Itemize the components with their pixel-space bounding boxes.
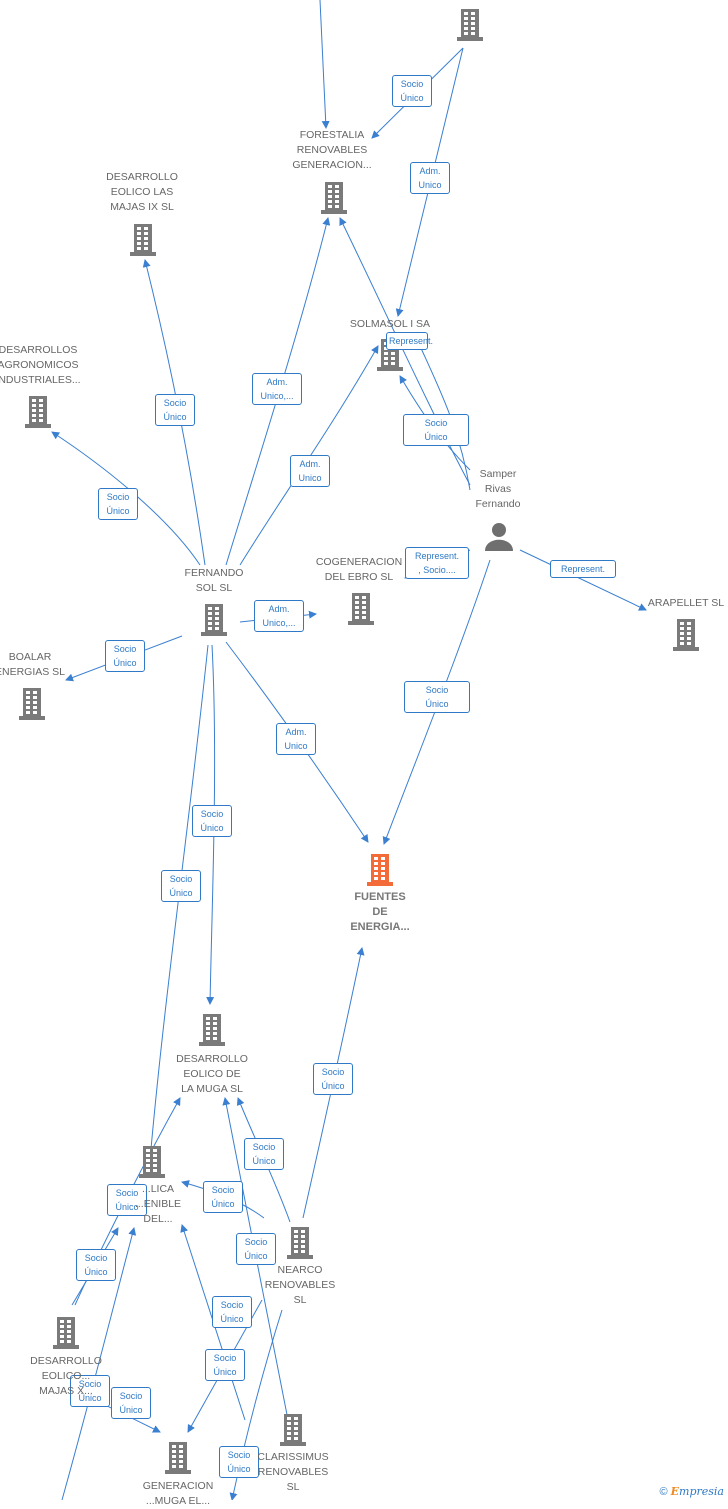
edge-line	[339, 217, 471, 486]
edge-label[interactable]: Adm. Unico,...	[254, 600, 304, 632]
building-icon[interactable]	[280, 1414, 306, 1446]
edge-label[interactable]: Adm. Unico	[290, 455, 330, 487]
brand-name: Empresia	[671, 1485, 724, 1498]
building-icon[interactable]	[321, 182, 347, 214]
edge-label[interactable]: Socio Único	[111, 1387, 151, 1419]
edge-label[interactable]: Adm. Unico,...	[252, 373, 302, 405]
edge-label[interactable]: Socio Único	[192, 805, 232, 837]
building-icon[interactable]	[348, 593, 374, 625]
edge-label[interactable]: Socio Único	[212, 1296, 252, 1328]
edge-label[interactable]: Socio Único	[203, 1181, 243, 1213]
edge-label[interactable]: Adm. Unico	[410, 162, 450, 194]
building-icon[interactable]	[199, 1014, 225, 1046]
edge-label[interactable]: Socio Único	[70, 1375, 110, 1407]
node-label-forestalia[interactable]: FORESTALIA RENOVABLES GENERACION...	[292, 129, 372, 171]
edge-label[interactable]: Socio Único	[313, 1063, 353, 1095]
node-label-arapellet[interactable]: ARAPELLET SL	[647, 597, 725, 609]
edge-label[interactable]: Represent.	[550, 560, 616, 578]
node-label-eolico-ix[interactable]: DESARROLLO EOLICO LAS MAJAS IX SL	[106, 171, 178, 213]
building-icon[interactable]	[367, 854, 393, 886]
edge-line	[519, 549, 647, 611]
edge-label[interactable]: Socio Único	[205, 1349, 245, 1381]
edge-label[interactable]: Represent.	[386, 332, 433, 350]
edge-label[interactable]: Socio Único	[236, 1233, 276, 1265]
node-label-samper[interactable]: Samper Rivas Fernando	[475, 468, 521, 510]
node-label-eolica-sost[interactable]: ...LICA ...ENIBLE DEL...	[134, 1183, 182, 1225]
edge-label[interactable]: Socio Único	[403, 414, 469, 446]
node-label-fernando-sol[interactable]: FERNANDO SOL SL	[184, 567, 244, 594]
node-label-muga[interactable]: DESARROLLO EOLICO DE LA MUGA SL	[176, 1053, 248, 1095]
edge-label[interactable]: Socio Único	[404, 681, 470, 713]
node-label-eolico-x[interactable]: DESARROLLO EOLICO... MAJAS X...	[30, 1355, 102, 1397]
node-label-clarissimus[interactable]: CLARISSIMUS RENOVABLES SL	[257, 1451, 329, 1493]
edge-label[interactable]: Socio Único	[98, 488, 138, 520]
building-icon[interactable]	[25, 396, 51, 428]
edge-label[interactable]: Represent. , Socio....	[405, 547, 469, 579]
building-icon[interactable]	[201, 604, 227, 636]
edge-line	[61, 1227, 137, 1500]
building-icon[interactable]	[457, 9, 483, 41]
edge-label[interactable]: Socio Único	[161, 870, 201, 902]
edge-line	[419, 345, 471, 491]
edge-label[interactable]: Socio Único	[392, 75, 432, 107]
brand-initial: E	[670, 1485, 680, 1498]
node-label-boalar[interactable]: BOALAR ENERGIAS SL	[0, 651, 66, 678]
building-icon[interactable]	[53, 1317, 79, 1349]
edge-label[interactable]: Adm. Unico	[276, 723, 316, 755]
node-label-solmasol[interactable]: SOLMASOL I SA	[349, 318, 431, 330]
building-icon[interactable]	[19, 688, 45, 720]
edge-label[interactable]: Socio Único	[107, 1184, 147, 1216]
copyright-symbol: ©	[659, 1486, 668, 1498]
building-icon[interactable]	[130, 224, 156, 256]
edge-line	[146, 644, 209, 1161]
edge-label[interactable]: Socio Único	[105, 640, 145, 672]
edge-label[interactable]: Socio Único	[76, 1249, 116, 1281]
building-icon[interactable]	[673, 619, 699, 651]
node-label-agronomicos[interactable]: DESARROLLOS AGRONOMICOS INDUSTRIALES...	[0, 344, 81, 386]
brand-rest: mpresia	[679, 1485, 724, 1498]
edge-line	[319, 0, 330, 129]
building-icon[interactable]	[165, 1442, 191, 1474]
building-icon[interactable]	[139, 1146, 165, 1178]
node-label-nearco[interactable]: NEARCO RENOVABLES SL	[264, 1264, 336, 1306]
edge-label[interactable]: Socio Único	[244, 1138, 284, 1170]
node-label-cogeneracion[interactable]: COGENERACION DEL EBRO SL	[315, 556, 403, 583]
footer-brand: © Empresia	[659, 1485, 724, 1498]
building-icon[interactable]	[287, 1227, 313, 1259]
nodes-layer	[19, 9, 699, 1474]
node-label-fuentes[interactable]: FUENTES DE ENERGIA...	[350, 891, 410, 933]
node-label-generacion[interactable]: GENERACION ...MUGA EL...	[142, 1480, 214, 1507]
edge-label[interactable]: Socio Único	[219, 1446, 259, 1478]
edge-label[interactable]: Socio Único	[155, 394, 195, 426]
person-icon[interactable]	[485, 523, 513, 551]
